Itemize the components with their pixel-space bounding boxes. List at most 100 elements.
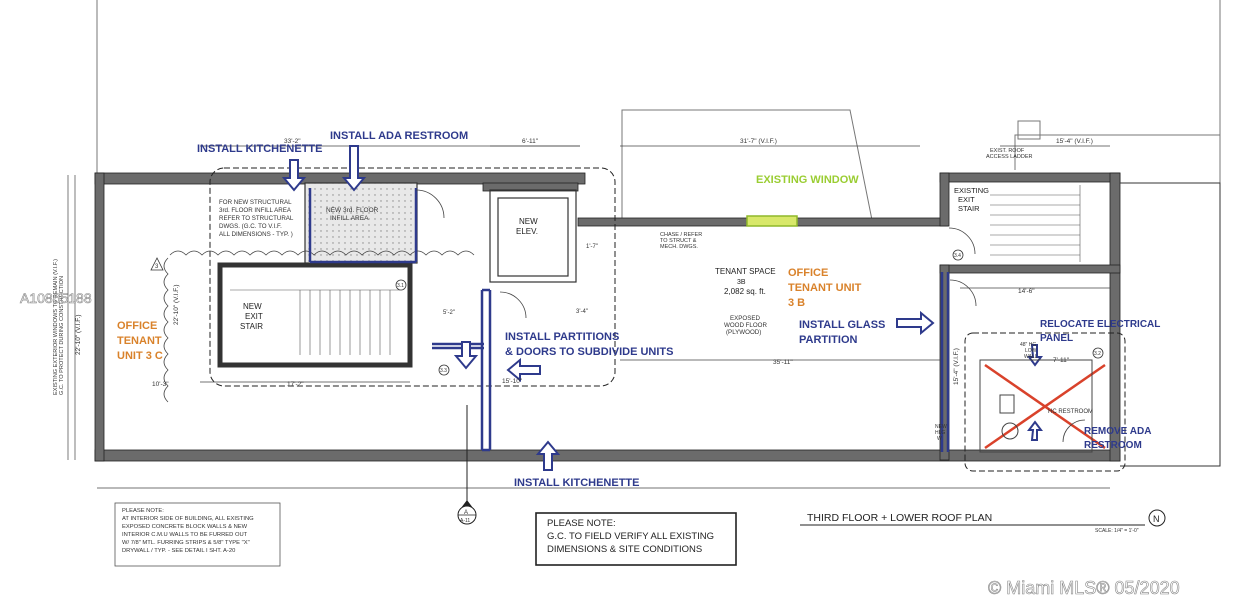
arrow-glass-partition — [896, 310, 935, 336]
dim-10-3: 10'-3" — [152, 381, 169, 388]
restroom-outline — [979, 359, 1093, 453]
label-existing-window: EXISTING WINDOW — [756, 174, 859, 186]
hc-restroom-label: HC RESTROOM — [1048, 409, 1093, 415]
exposed-floor-1: EXPOSED — [730, 315, 760, 322]
label-infill-2: INFILL AREA — [330, 215, 369, 222]
dim-33-2: 33'-2" — [284, 138, 301, 145]
label-install-partitions-line2: & DOORS TO SUBDIVIDE UNITS — [505, 346, 673, 358]
low-wall-2: LOW — [1025, 348, 1037, 354]
arrow-ada-remove — [1027, 420, 1043, 441]
label-office-3b-line1: OFFICE — [788, 267, 828, 279]
chase-note-2: TO STRUCT & — [660, 238, 697, 244]
roof-ladder-1: EXIST. ROOF — [990, 148, 1025, 154]
label-office-3c-line2: TENANT — [117, 335, 162, 347]
tag-3-4-text: 3.4 — [954, 253, 961, 259]
note-left-5: W/ 7/8" MTL. FURRING STRIPS & 5/8" TYPE … — [122, 540, 250, 546]
roof-ladder-2: ACCESS LADDER — [986, 154, 1032, 160]
note-center-3: DIMENSIONS & SITE CONDITIONS — [547, 544, 702, 555]
existing-window — [746, 215, 798, 227]
tag-3-2 — [1092, 347, 1104, 359]
label-new-exit-stair-3: STAIR — [240, 322, 263, 331]
note-center-1: PLEASE NOTE: — [547, 518, 616, 529]
label-install-glass-line1: INSTALL GLASS — [799, 319, 885, 331]
new-stair-steps — [230, 289, 400, 355]
chase-note-1: CHASE / REFER — [660, 232, 702, 238]
arrow-kitchenette-top — [281, 159, 307, 192]
tenant-space-1: TENANT SPACE — [715, 267, 776, 276]
label-existing-stair-2: EXIT — [958, 195, 975, 204]
exterior-walls — [94, 172, 1121, 462]
new-partitions — [308, 188, 950, 452]
label-remove-ada-line1: REMOVE ADA — [1084, 426, 1151, 437]
dim-7-11: 7'-11" — [1053, 357, 1070, 364]
dim-22-10-a: 22'-10" (V.I.F.) — [75, 314, 82, 355]
remove-x-mark — [984, 363, 1106, 450]
section-tag — [457, 405, 477, 525]
tag-3-2-text: 3.2 — [1094, 351, 1101, 357]
tenant-space-2: 3B — [737, 279, 746, 286]
note-box-left — [114, 502, 281, 567]
tag-3-1-text: 3.1 — [397, 283, 404, 289]
label-relocate-electrical-line2: PANEL — [1040, 333, 1073, 344]
tag-3-4 — [952, 249, 964, 261]
room-tags — [150, 249, 1104, 376]
label-existing-stair-1: EXISTING — [954, 186, 989, 195]
mls-watermark: © Miami MLS® 05/2020 — [988, 578, 1180, 598]
upper-roof-outline — [96, 0, 1221, 221]
tag-3-3-text: 3.3 — [440, 368, 447, 374]
plan-scale: SCALE: 1/4" = 1'-0" — [1095, 528, 1139, 534]
dim-15-4-v: 15'-4" (V.I.F.) — [953, 348, 960, 385]
tag-3-3 — [438, 364, 450, 376]
plan-title: THIRD FLOOR + LOWER ROOF PLAN — [807, 512, 992, 524]
label-relocate-electrical-line1: RELOCATE ELECTRICAL — [1040, 319, 1160, 330]
label-office-3c-line1: OFFICE — [117, 320, 157, 332]
label-install-glass-line2: PARTITION — [799, 334, 858, 346]
tag-3-1 — [395, 279, 407, 291]
note-box-center — [535, 512, 737, 566]
dim-15-4: 15'-4" (V.I.F.) — [1056, 138, 1093, 145]
north-arrow-icon: N — [1148, 509, 1166, 527]
dim-35-11: 35'-11" — [773, 359, 793, 366]
dim-22-10-b: 22'-10" (V.I.F.) — [173, 284, 180, 325]
exposed-floor-2: WOOD FLOOR — [724, 322, 767, 329]
arrow-partition-left — [506, 357, 541, 383]
dim-6-11: 6'-11" — [522, 138, 539, 145]
note-left-3: EXPOSED CONCRETE BLOCK WALLS & NEW — [122, 524, 248, 530]
dim-31-7: 31'-7" (V.I.F.) — [740, 138, 777, 145]
svg-text:N: N — [1153, 514, 1160, 524]
hi-wall-2: HI.G — [935, 430, 945, 436]
door-swings — [415, 189, 1086, 443]
label-install-ada-restroom: INSTALL ADA RESTROOM — [330, 130, 468, 142]
section-tag-letter: A — [464, 510, 468, 516]
hi-wall-1: NEW — [935, 424, 947, 430]
arrow-ada-restroom — [341, 145, 367, 192]
label-infill-1: NEW 3rd. FLOOR — [326, 207, 379, 214]
note-left-6: DRYWALL / TYP. - SEE DETAIL I SHT. A-20 — [122, 548, 235, 554]
scope-outlines — [209, 167, 1126, 472]
left-wall-note-1: EXISTING EXTERIOR WINDOWS TO REMAIN (V.I… — [53, 259, 59, 395]
chase-note-3: MECH. DWGS. — [660, 244, 698, 250]
structural-note-4: DWGS. (G.C. TO V.I.F. — [219, 223, 282, 230]
exposed-floor-3: (PLYWOOD) — [726, 329, 761, 336]
arrow-partition-down — [453, 341, 479, 370]
existing-stair-steps — [990, 185, 1081, 262]
tag-triangle — [150, 257, 164, 271]
note-left-4: INTERIOR C.M.U WALLS TO BE FURRED OUT — [122, 532, 248, 538]
dim-5-2: 5'-2" — [443, 310, 455, 316]
label-office-3b-line3: 3 B — [788, 297, 805, 309]
label-install-kitchenette-bottom: INSTALL KITCHENETTE — [514, 477, 639, 489]
label-install-partitions-line1: INSTALL PARTITIONS — [505, 331, 619, 343]
structural-note-3: REFER TO STRUCTURAL — [219, 215, 294, 222]
dim-14-6: 14'-6" — [1018, 288, 1035, 295]
label-remove-ada-line2: RESTROOM — [1084, 440, 1142, 451]
label-new-elev-1: NEW — [519, 217, 538, 226]
structural-note-1: FOR NEW STRUCTURAL — [219, 199, 292, 206]
structural-note-2: 3rd. FLOOR INFILL AREA — [219, 207, 292, 214]
label-new-exit-stair-2: EXIT — [245, 312, 263, 321]
hi-wall-3: W — [937, 436, 942, 442]
dim-3-4: 3'-4" — [576, 309, 588, 315]
section-tag-sheet: A-11 — [460, 518, 470, 524]
label-new-elev-2: ELEV. — [516, 227, 538, 236]
dim-1-7: 1'-7" — [586, 244, 598, 250]
right-annex — [1120, 182, 1221, 467]
